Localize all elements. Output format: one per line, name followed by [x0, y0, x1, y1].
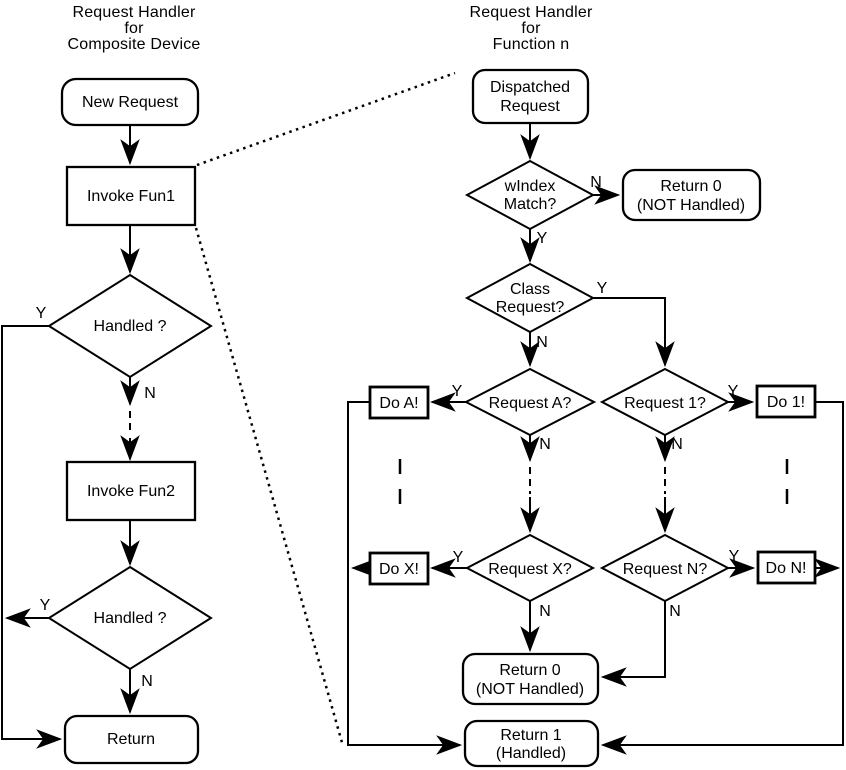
- class-request-label-1: Class: [510, 281, 550, 298]
- windex-yes-label: Y: [537, 230, 548, 247]
- return1-box: [463, 719, 600, 768]
- node-handled-2: Handled ?: [47, 565, 213, 671]
- request-1-diamond: [599, 367, 731, 437]
- node-return0-bottom: Return 0 (NOT Handled): [461, 652, 600, 706]
- invoke-fun1-box: [65, 165, 197, 227]
- node-windex-match: wIndex Match?: [464, 159, 596, 231]
- class-no-label: N: [536, 334, 548, 351]
- callout-dotted-line-top: [196, 71, 456, 167]
- handled-1-yes-label: Y: [36, 305, 47, 322]
- node-do-n: Do N!: [756, 550, 817, 585]
- request-n-yes-label: Y: [729, 548, 740, 565]
- dispatched-request-label-2: Request: [500, 98, 560, 115]
- edge-do1-rail-to-return1: [600, 401, 844, 755]
- windex-match-label-2: Match?: [504, 196, 557, 213]
- edge-requestn-no-to-return0: [600, 601, 666, 687]
- edge-doa-rail-to-return1: [347, 401, 463, 755]
- handled-2-no-label: N: [141, 673, 153, 690]
- right-title-line-1: Request Handler: [469, 4, 593, 21]
- edge-class-yes-to-request1: [593, 297, 675, 368]
- return0-top-box: [621, 168, 762, 222]
- node-return1: Return 1 (Handled): [463, 719, 600, 768]
- request-1-yes-label: Y: [728, 383, 739, 400]
- return0-bottom-label-2: (NOT Handled): [476, 681, 584, 698]
- dispatched-request-box: [471, 68, 590, 125]
- do-n-box: [756, 550, 817, 585]
- node-dispatched-request: Dispatched Request: [471, 68, 590, 125]
- class-request-label-2: Request?: [496, 299, 565, 316]
- request-a-no-label: N: [539, 436, 551, 453]
- node-handled-1: Handled ?: [47, 273, 213, 379]
- node-return: Return: [63, 714, 200, 765]
- node-invoke-fun1: Invoke Fun1: [65, 165, 197, 227]
- new-request-label: New Request: [82, 94, 179, 111]
- windex-match-label-1: wIndex: [504, 178, 556, 195]
- node-invoke-fun2: Invoke Fun2: [65, 460, 197, 522]
- node-do-x: Do X!: [368, 551, 430, 586]
- request-1-no-label: N: [671, 436, 683, 453]
- left-title-line-2: for: [124, 20, 144, 37]
- node-request-x: Request X?: [464, 533, 596, 603]
- return-label: Return: [107, 731, 155, 748]
- right-title-line-2: for: [521, 20, 541, 37]
- left-title-line-3: Composite Device: [67, 36, 200, 53]
- zoom-callout-lines: [194, 71, 456, 747]
- node-class-request: Class Request?: [464, 262, 596, 334]
- request-x-label: Request X?: [488, 561, 572, 578]
- return0-bottom-label-1: Return 0: [499, 662, 560, 679]
- node-new-request: New Request: [60, 77, 200, 127]
- node-return0-top: Return 0 (NOT Handled): [621, 168, 762, 222]
- return1-label-1: Return 1: [500, 727, 561, 744]
- class-request-diamond: [464, 262, 596, 334]
- request-x-diamond: [464, 533, 596, 603]
- class-yes-label: Y: [597, 280, 608, 297]
- do-a-box: [368, 385, 430, 420]
- request-n-label: Request N?: [623, 561, 708, 578]
- windex-no-label: N: [590, 174, 602, 191]
- do-n-label: Do N!: [766, 560, 807, 577]
- return0-bottom-box: [461, 652, 600, 706]
- do-a-label: Do A!: [379, 395, 418, 412]
- new-request-box: [60, 77, 200, 127]
- handled-1-no-label: N: [144, 385, 156, 402]
- handled-1-label: Handled ?: [94, 318, 167, 335]
- node-request-a: Request A?: [463, 367, 597, 437]
- handled-2-yes-label: Y: [40, 597, 51, 614]
- request-a-label: Request A?: [489, 395, 572, 412]
- return0-top-label-1: Return 0: [660, 178, 721, 195]
- invoke-fun1-label: Invoke Fun1: [87, 188, 175, 205]
- edge-handled1-yes-rail-to-return: [1, 325, 63, 749]
- invoke-fun2-box: [65, 460, 197, 522]
- dispatched-request-label-1: Dispatched: [490, 79, 570, 96]
- return0-top-label-2: (NOT Handled): [637, 197, 745, 214]
- request-a-yes-label: Y: [452, 383, 463, 400]
- node-do-a: Do A!: [368, 385, 430, 420]
- windex-match-diamond: [464, 159, 596, 231]
- return1-label-2: (Handled): [496, 745, 566, 762]
- request-a-diamond: [463, 367, 597, 437]
- handled-2-diamond: [47, 565, 213, 671]
- do-x-label: Do X!: [379, 561, 419, 578]
- request-x-no-label: N: [539, 603, 551, 620]
- request-n-no-label: N: [669, 603, 681, 620]
- handled-1-diamond: [47, 273, 213, 379]
- do-x-box: [368, 551, 430, 586]
- handled-2-label: Handled ?: [94, 610, 167, 627]
- return-box: [63, 714, 200, 765]
- do-1-box: [755, 384, 817, 419]
- right-flowchart: Request Handler for Function n: [347, 4, 844, 768]
- request-n-diamond: [599, 533, 731, 603]
- left-flowchart: Request Handler for Composite Device New…: [1, 4, 213, 765]
- left-title-line-1: Request Handler: [72, 4, 196, 21]
- callout-dotted-line-bottom: [194, 227, 345, 747]
- node-request-n: Request N?: [599, 533, 731, 603]
- right-title-line-3: Function n: [493, 36, 570, 53]
- node-request-1: Request 1?: [599, 367, 731, 437]
- request-1-label: Request 1?: [624, 395, 706, 412]
- do-1-label: Do 1!: [767, 394, 805, 411]
- node-do-1: Do 1!: [755, 384, 817, 419]
- request-x-yes-label: Y: [453, 549, 464, 566]
- invoke-fun2-label: Invoke Fun2: [87, 483, 175, 500]
